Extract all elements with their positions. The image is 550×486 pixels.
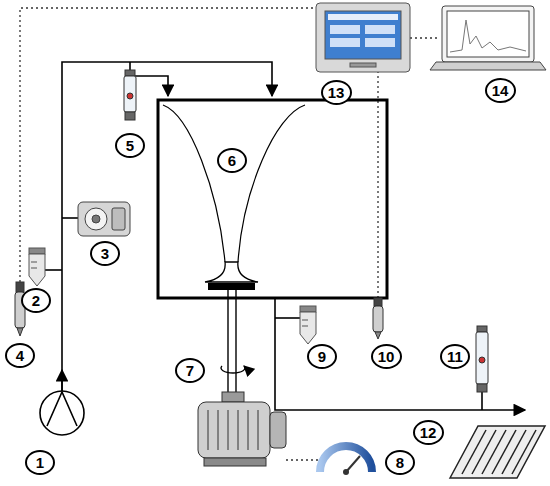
peristaltic-pump [78, 202, 130, 236]
callout-number: 5 [115, 133, 145, 158]
outlet-pipe [275, 298, 525, 410]
feed-pump-symbol [40, 391, 84, 435]
callout-number: 1 [25, 450, 55, 475]
callout-number: 8 [385, 450, 415, 475]
controller-panel [316, 3, 410, 72]
drain-grate [450, 426, 545, 478]
callout-label: 7 [186, 363, 194, 378]
callout-label: 8 [396, 455, 404, 470]
ph-probe [15, 282, 25, 336]
signal-wire [20, 8, 440, 460]
callout-number: 6 [217, 148, 247, 173]
callout-label: 2 [32, 293, 40, 308]
callout-label: 3 [101, 246, 109, 261]
callout-number: 7 [175, 358, 205, 383]
sample-tube [300, 306, 316, 344]
callout-label: 13 [328, 85, 345, 100]
speed-gauge [320, 446, 372, 475]
reactor-vessel [158, 100, 387, 298]
callout-number: 11 [440, 344, 470, 369]
callout-number: 9 [307, 344, 337, 369]
stirrer-shaft [221, 290, 245, 398]
callout-label: 6 [228, 153, 236, 168]
laptop [430, 6, 546, 70]
callout-label: 14 [492, 83, 509, 98]
callout-label: 10 [378, 349, 395, 364]
callout-number: 10 [371, 344, 402, 369]
sample-tube [29, 248, 45, 286]
stirrer-motor [198, 392, 286, 466]
callout-label: 1 [36, 455, 44, 470]
callout-number: 3 [90, 241, 120, 266]
callout-number: 12 [413, 420, 444, 445]
callout-number: 13 [321, 80, 352, 105]
flowmeter [124, 70, 136, 120]
callout-label: 12 [420, 425, 437, 440]
callout-number: 2 [21, 288, 51, 313]
callout-label: 4 [16, 348, 24, 363]
callout-number: 14 [485, 78, 516, 103]
callout-label: 9 [318, 349, 326, 364]
callout-number: 4 [5, 343, 35, 368]
do-probe [373, 298, 383, 339]
callout-label: 5 [126, 138, 134, 153]
flowmeter [476, 326, 488, 392]
callout-label: 11 [447, 349, 463, 364]
